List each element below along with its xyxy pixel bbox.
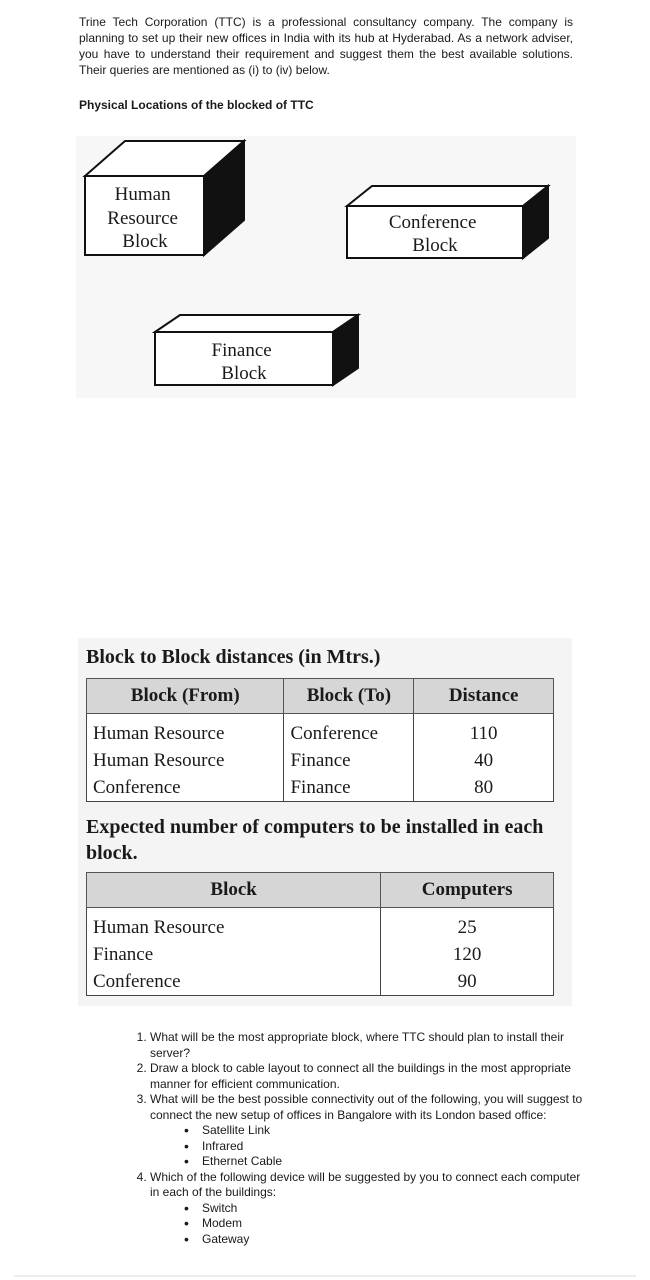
distance-table: Block (From) Block (To) Distance Human R…: [85, 678, 554, 802]
computers-header-count: Computers: [380, 872, 554, 908]
option-item: Infrared: [184, 1139, 592, 1155]
question-item: What will be the best possible connectiv…: [150, 1092, 592, 1170]
computers-count-cell: 90: [380, 968, 554, 996]
distance-header-to: Block (To): [283, 678, 415, 714]
hr-block-line-3: Block: [122, 231, 168, 252]
distance-from-cell: Conference: [85, 774, 285, 802]
table-row: Conference Finance 80: [85, 774, 554, 802]
table-row: Human Resource Conference 110: [85, 713, 554, 747]
conference-block-line-1: Conference: [389, 212, 477, 233]
hr-block: Human Resource Block: [82, 138, 247, 258]
option-item: Modem: [184, 1216, 592, 1232]
blocks-diagram: Human Resource Block Conference Block Fi…: [76, 136, 576, 398]
svg-text:Finance Block: Finance Block: [212, 340, 277, 384]
options-list: Satellite Link Infrared Ethernet Cable: [150, 1123, 592, 1170]
intro-paragraph: Trine Tech Corporation (TTC) is a profes…: [79, 15, 573, 77]
option-item: Ethernet Cable: [184, 1154, 592, 1170]
questions-list: What will be the most appropriate block,…: [130, 1030, 592, 1247]
table-row: Finance 120: [85, 941, 554, 968]
distance-from-cell: Human Resource: [85, 713, 285, 747]
svg-text:Human Resource Blo: Human Resource Block: [107, 184, 182, 252]
table-row: Human Resource 25: [85, 907, 554, 941]
distance-to-cell: Finance: [283, 747, 415, 774]
option-item: Switch: [184, 1201, 592, 1217]
conference-block-line-2: Block: [412, 235, 458, 256]
hr-block-line-2: Resource: [107, 208, 178, 229]
option-item: Satellite Link: [184, 1123, 592, 1139]
finance-block-line-2: Block: [221, 363, 267, 384]
question-text: Which of the following device will be su…: [150, 1169, 581, 1200]
distance-header-distance: Distance: [413, 678, 554, 714]
distance-to-cell: Finance: [283, 774, 415, 802]
computers-header-block: Block: [85, 872, 382, 908]
computers-block-cell: Human Resource: [85, 907, 382, 941]
bottom-divider: [14, 1275, 636, 1277]
computers-table-title: Expected number of computers to be insta…: [86, 816, 544, 864]
options-list: Switch Modem Gateway: [150, 1201, 592, 1248]
distance-value-cell: 80: [413, 774, 554, 802]
distance-table-title: Block to Block distances (in Mtrs.): [86, 646, 381, 668]
computers-block-cell: Finance: [85, 941, 382, 968]
computers-table: Block Computers Human Resource 25 Financ…: [85, 872, 554, 996]
computers-table-header-row: Block Computers: [85, 872, 554, 908]
svg-text:Conference Block: Conference Block: [389, 212, 481, 256]
computers-count-cell: 25: [380, 907, 554, 941]
distance-value-cell: 40: [413, 747, 554, 774]
distance-table-header-row: Block (From) Block (To) Distance: [85, 678, 554, 714]
question-item: Draw a block to cable layout to connect …: [150, 1061, 592, 1092]
question-text: What will be the most appropriate block,…: [150, 1030, 564, 1060]
computers-block-cell: Conference: [85, 968, 382, 996]
distance-header-from: Block (From): [85, 678, 285, 714]
question-text: What will be the best possible connectiv…: [150, 1092, 583, 1122]
question-item: Which of the following device will be su…: [150, 1170, 592, 1248]
table-row: Human Resource Finance 40: [85, 747, 554, 774]
finance-block-line-1: Finance: [212, 340, 272, 361]
option-item: Gateway: [184, 1232, 592, 1248]
conference-block: Conference Block: [344, 183, 551, 261]
tables-panel: Block to Block distances (in Mtrs.) Bloc…: [78, 638, 572, 1006]
question-text: Draw a block to cable layout to connect …: [150, 1061, 571, 1091]
table-row: Conference 90: [85, 968, 554, 996]
distance-from-cell: Human Resource: [85, 747, 285, 774]
distance-to-cell: Conference: [283, 713, 415, 747]
locations-heading: Physical Locations of the blocked of TTC: [79, 98, 314, 112]
distance-value-cell: 110: [413, 713, 554, 747]
hr-block-line-1: Human: [115, 184, 171, 205]
computers-count-cell: 120: [380, 941, 554, 968]
finance-block: Finance Block: [151, 313, 362, 387]
question-item: What will be the most appropriate block,…: [150, 1030, 592, 1061]
